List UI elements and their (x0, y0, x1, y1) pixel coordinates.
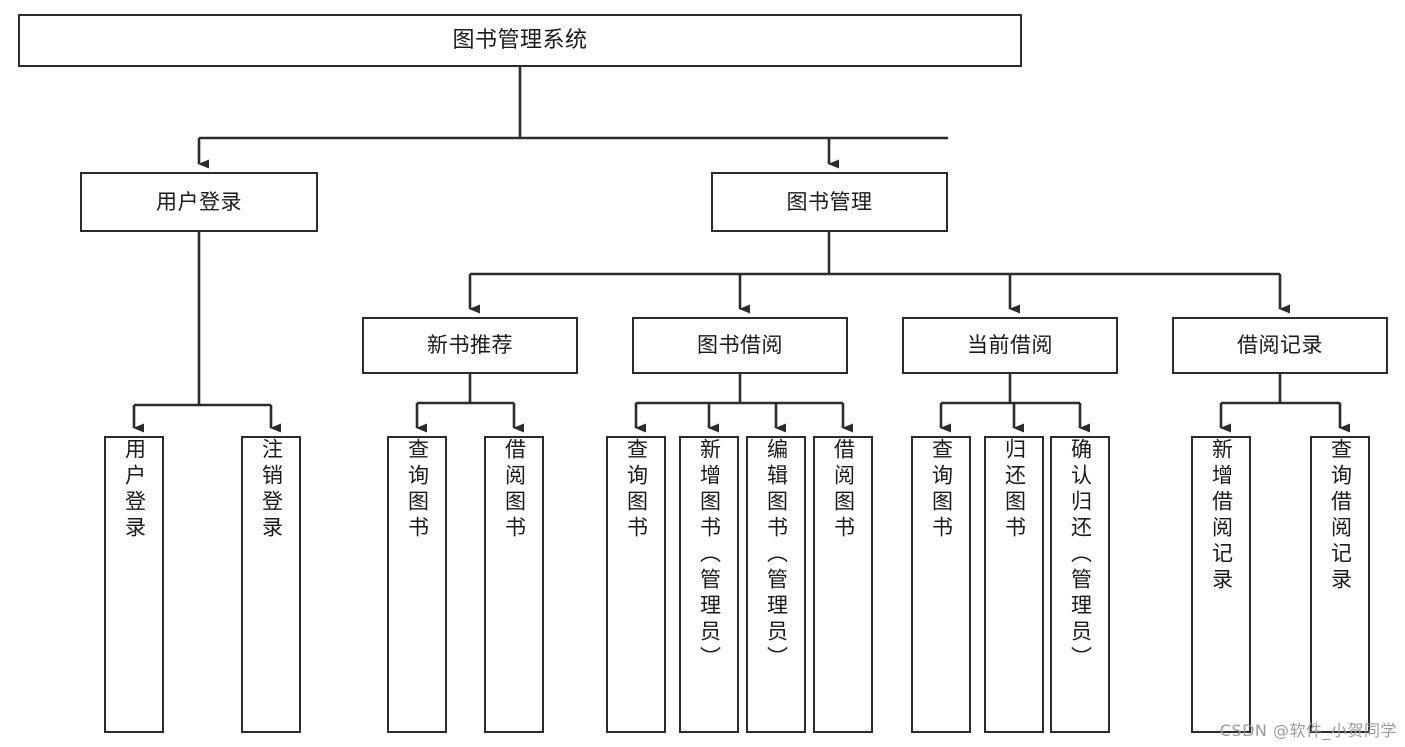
node-leaf-query-book-1[interactable]: 查询图书 (387, 436, 447, 733)
node-leaf-query-book-3-label: 查询图书 (929, 438, 954, 542)
node-leaf-query-book-1-label: 查询图书 (405, 438, 430, 542)
node-leaf-confirm-return-label: 确认归还（管理员） (1068, 438, 1093, 672)
node-current-borrow[interactable]: 当前借阅 (902, 317, 1118, 374)
node-current-borrow-label: 当前借阅 (967, 333, 1053, 358)
node-book-borrow-label: 图书借阅 (697, 333, 783, 358)
node-leaf-edit-book[interactable]: 编辑图书（管理员） (746, 436, 806, 733)
node-leaf-user-login-label: 用户登录 (122, 438, 147, 542)
node-leaf-confirm-return[interactable]: 确认归还（管理员） (1050, 436, 1110, 733)
node-leaf-add-book-label: 新增图书（管理员） (697, 438, 722, 672)
node-leaf-return-book-label: 归还图书 (1002, 438, 1027, 542)
node-book-borrow[interactable]: 图书借阅 (632, 317, 848, 374)
node-leaf-query-book-2-label: 查询图书 (624, 438, 649, 542)
node-leaf-logout-label: 注销登录 (259, 438, 284, 542)
node-leaf-add-book[interactable]: 新增图书（管理员） (679, 436, 739, 733)
node-new-book-recommend[interactable]: 新书推荐 (362, 317, 578, 374)
node-leaf-query-record[interactable]: 查询借阅记录 (1310, 436, 1370, 733)
node-leaf-return-book[interactable]: 归还图书 (984, 436, 1044, 733)
node-user-login-label: 用户登录 (156, 189, 242, 214)
node-leaf-borrow-book-2[interactable]: 借阅图书 (813, 436, 873, 733)
node-leaf-query-record-label: 查询借阅记录 (1328, 438, 1353, 594)
node-leaf-borrow-book-1-label: 借阅图书 (502, 438, 527, 542)
node-leaf-add-record[interactable]: 新增借阅记录 (1191, 436, 1251, 733)
node-new-book-recommend-label: 新书推荐 (427, 333, 513, 358)
node-root-label: 图书管理系统 (452, 27, 588, 53)
node-user-login[interactable]: 用户登录 (80, 172, 318, 232)
node-borrow-record[interactable]: 借阅记录 (1172, 317, 1388, 374)
node-leaf-logout[interactable]: 注销登录 (241, 436, 301, 733)
watermark: CSDN @软件_小贺同学 (1219, 721, 1397, 740)
node-leaf-add-record-label: 新增借阅记录 (1209, 438, 1234, 594)
node-leaf-user-login[interactable]: 用户登录 (104, 436, 164, 733)
node-borrow-record-label: 借阅记录 (1237, 333, 1323, 358)
node-leaf-borrow-book-1[interactable]: 借阅图书 (484, 436, 544, 733)
node-book-manage-label: 图书管理 (786, 189, 873, 214)
node-leaf-edit-book-label: 编辑图书（管理员） (764, 438, 789, 672)
node-leaf-query-book-3[interactable]: 查询图书 (911, 436, 971, 733)
node-book-manage[interactable]: 图书管理 (711, 172, 948, 232)
node-leaf-query-book-2[interactable]: 查询图书 (606, 436, 666, 733)
node-leaf-borrow-book-2-label: 借阅图书 (831, 438, 856, 542)
node-root[interactable]: 图书管理系统 (18, 14, 1022, 67)
